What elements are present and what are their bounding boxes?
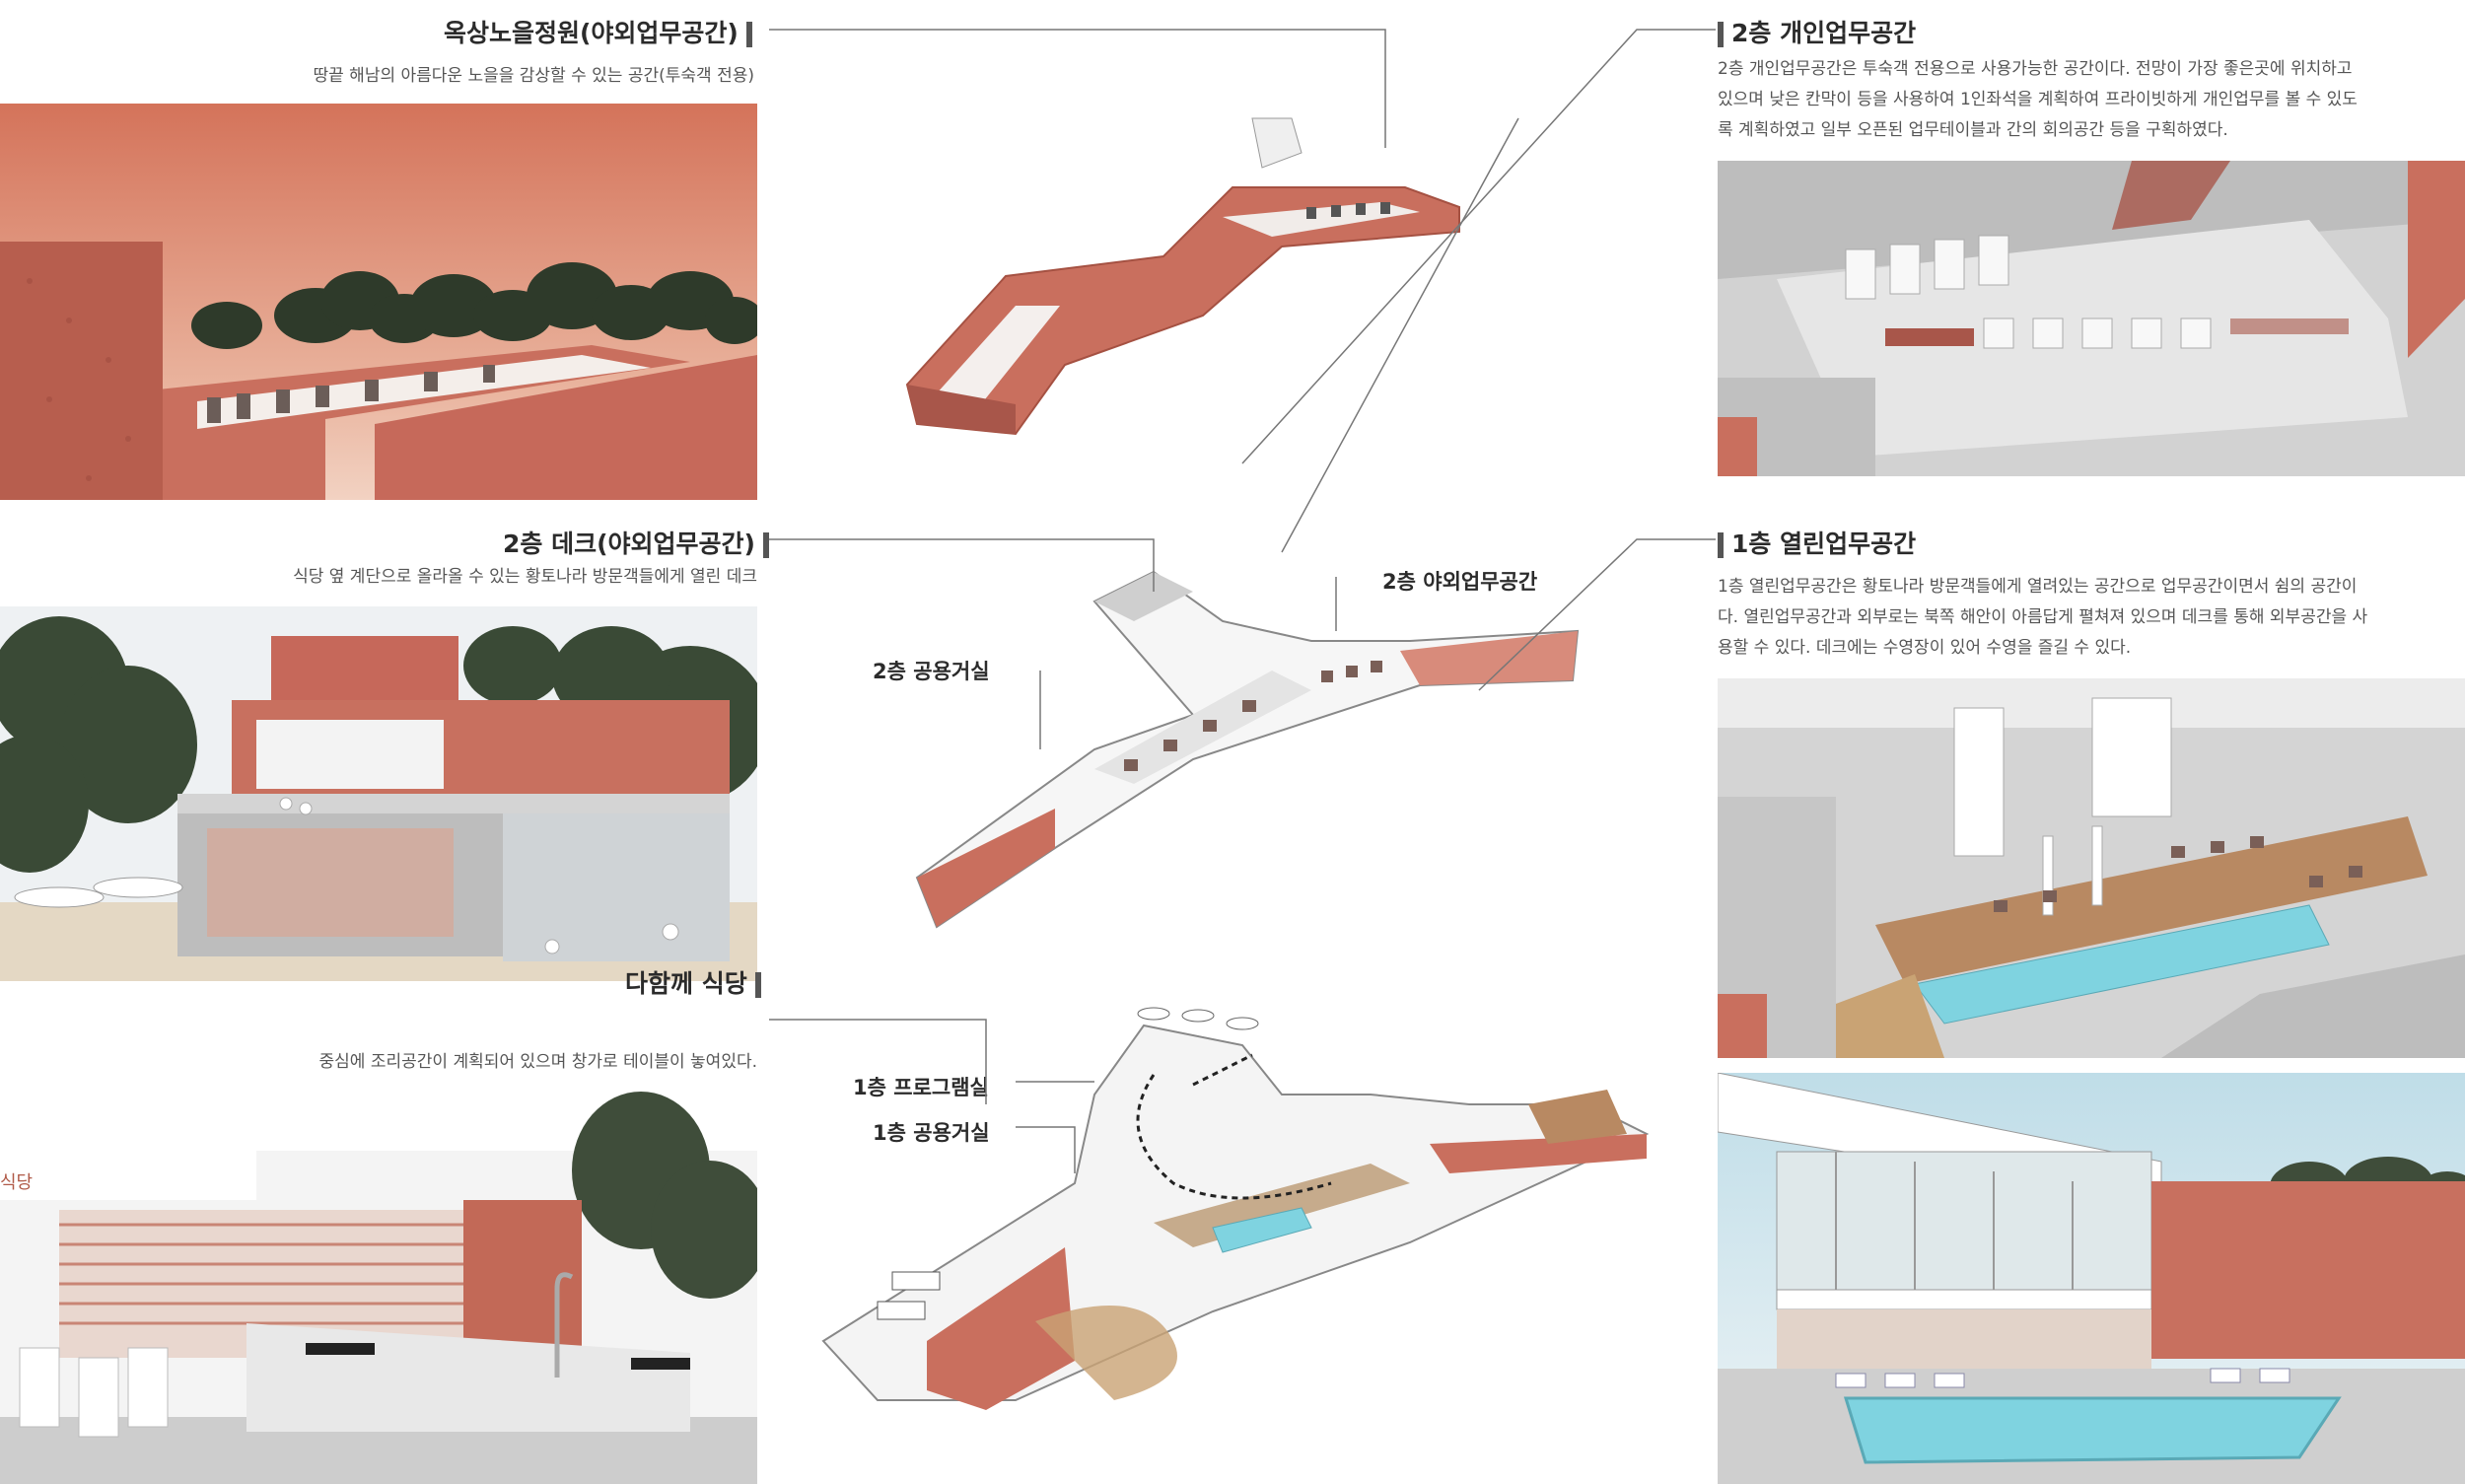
private-desc-line: 2층 개인업무공간은 투숙객 전용으로 사용가능한 공간이다. 전망이 가장 좋… <box>1718 59 2353 79</box>
callout-outdoor-2f: 2층 야외업무공간 <box>1382 570 1538 594</box>
open-desc-line: 1층 열린업무공간은 황토나라 방문객들에게 열려있는 공간으로 업무공간이면서… <box>1718 577 2358 597</box>
callout-lounge-1f: 1층 공용거실 <box>873 1121 990 1145</box>
open-desc: 1층 열린업무공간은 황토나라 방문객들에게 열려있는 공간으로 업무공간이면서… <box>1718 572 2457 664</box>
dining-desc: 중심에 조리공간이 계획되어 있으며 창가로 테이블이 놓여있다. <box>318 1052 757 1072</box>
title-marker <box>762 532 769 558</box>
private-title: 2층 개인업무공간 <box>1731 19 1917 47</box>
rooftop-title-row: 옥상노을정원(야외업무공간) <box>444 14 760 49</box>
second-floor-axonometric <box>897 562 1607 937</box>
title-marker <box>1718 22 1724 47</box>
deck-title: 2층 데크(야외업무공간) <box>503 530 755 558</box>
title-marker <box>1718 532 1724 558</box>
open-desc-line: 다. 열린업무공간과 외부로는 북쪽 해안이 아름답게 펼쳐져 있으며 데크를 … <box>1718 607 2368 627</box>
title-marker <box>754 972 761 998</box>
callout-lounge-2f: 2층 공용거실 <box>873 660 990 683</box>
deck-desc: 식당 옆 계단으로 올라올 수 있는 황토나라 방문객들에게 열린 데크 <box>293 567 757 587</box>
open-title: 1층 열린업무공간 <box>1731 530 1917 558</box>
title-marker <box>745 22 752 47</box>
private-desc-line: 록 계획하였고 일부 오픈된 업무테이블과 간의 회의공간 등을 구획하였다. <box>1718 120 2228 140</box>
rooftop-axonometric <box>868 89 1597 483</box>
open-workspace-render <box>1718 678 2465 1058</box>
open-title-row: 1층 열린업무공간 <box>1718 525 1916 560</box>
dining-title-row: 다함께 식당 <box>625 964 769 1000</box>
callout-program-1f: 1층 프로그램실 <box>853 1076 989 1099</box>
dining-render: 식당 <box>0 1092 757 1484</box>
dining-title: 다함께 식당 <box>625 969 747 998</box>
deck-render <box>0 606 757 981</box>
private-workspace-render <box>1718 161 2465 476</box>
rooftop-render <box>0 104 757 500</box>
private-desc-line: 있으며 낮은 칸막이 등을 사용하여 1인좌석을 계획하여 프라이빗하게 개인업… <box>1718 90 2358 109</box>
rooftop-desc: 땅끝 해남의 아름다운 노을을 감상할 수 있는 공간(투숙객 전용) <box>313 66 755 86</box>
deck-title-row: 2층 데크(야외업무공간) <box>503 525 777 560</box>
dining-sign: 식당 <box>0 1172 34 1193</box>
pool-exterior-render <box>1718 1073 2465 1484</box>
private-desc: 2층 개인업무공간은 투숙객 전용으로 사용가능한 공간이다. 전망이 가장 좋… <box>1718 54 2457 146</box>
rooftop-title: 옥상노을정원(야외업무공간) <box>444 19 739 47</box>
first-floor-axonometric <box>818 986 1656 1430</box>
open-desc-line: 용할 수 있다. 데크에는 수영장이 있어 수영을 즐길 수 있다. <box>1718 638 2132 658</box>
private-title-row: 2층 개인업무공간 <box>1718 14 1916 49</box>
